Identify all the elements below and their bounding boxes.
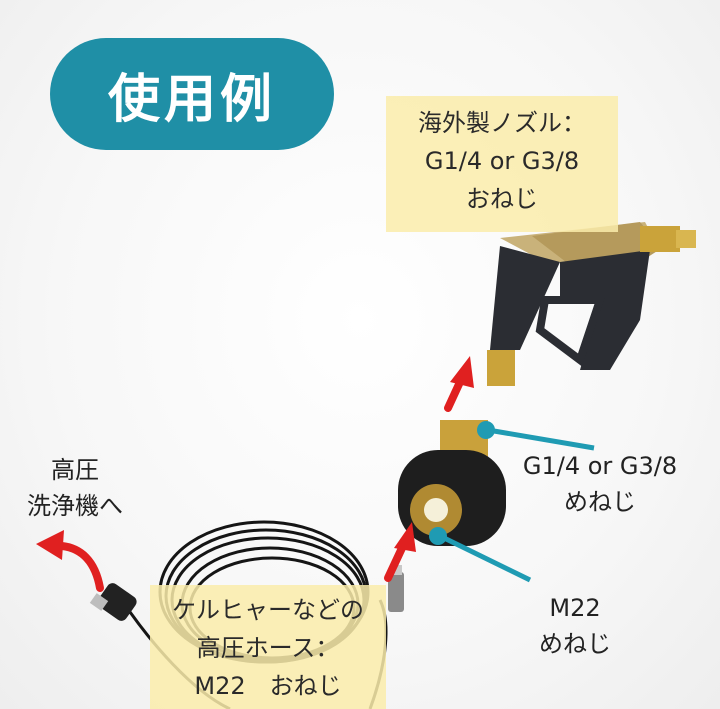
direction-arrows	[36, 356, 474, 592]
washer-label-line: 高圧	[51, 456, 99, 484]
fitting-label-line: めねじ	[564, 488, 636, 516]
hose-note-line: 高圧ホース：	[196, 634, 340, 662]
nozzle-spec-note: 海外製ノズル： G1/4 or G3/8 おねじ	[386, 96, 618, 232]
adapter-fitting	[398, 420, 506, 546]
fitting-label-line: G1/4 or G3/8	[522, 452, 678, 480]
hose-note-line: M22 おねじ	[194, 672, 342, 700]
usage-example-badge: 使用例	[50, 38, 334, 150]
m22-thread-label: M22 めねじ	[510, 590, 640, 662]
hose-spec-note: ケルヒャーなどの 高圧ホース： M22 おねじ	[150, 585, 386, 709]
badge-label: 使用例	[107, 69, 276, 130]
nozzle-note-line: G1/4 or G3/8	[424, 147, 580, 175]
pointer-lines	[429, 421, 595, 583]
m22-label-line: M22	[549, 594, 601, 622]
hose-left-fitting	[89, 583, 137, 621]
hose-note-line: ケルヒャーなどの	[172, 596, 364, 624]
nozzle-note-line: 海外製ノズル：	[418, 109, 586, 137]
washer-label-line: 洗浄機へ	[27, 492, 123, 520]
spray-gun	[487, 222, 696, 386]
m22-label-line: めねじ	[539, 630, 611, 658]
fitting-thread-label: G1/4 or G3/8 めねじ	[500, 448, 700, 520]
nozzle-note-line: おねじ	[466, 185, 538, 213]
washer-direction-label: 高圧 洗浄機へ	[10, 452, 140, 524]
